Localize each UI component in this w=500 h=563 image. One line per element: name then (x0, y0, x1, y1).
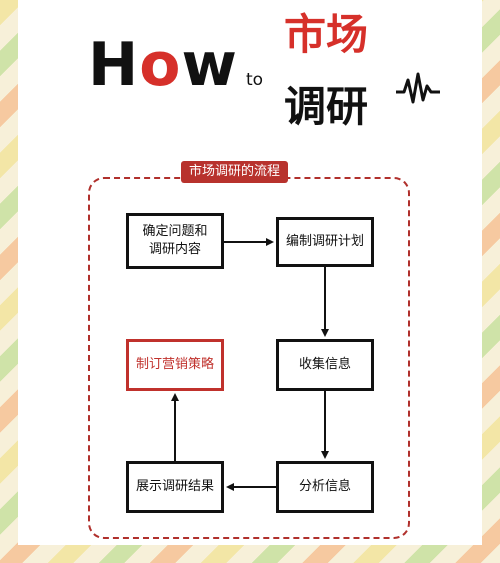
pulse-line-icon (396, 72, 440, 104)
title-research: 调研 (284, 82, 369, 131)
to-word: to (246, 70, 264, 90)
node-present-results: 展示调研结果 (126, 461, 224, 513)
node-define-problem: 确定问题和 调研内容 (126, 213, 224, 269)
how-wordmark: How (88, 30, 238, 100)
process-title: 市场调研的流程 (181, 161, 289, 183)
node-marketing-strategy: 制订营销策略 (126, 339, 224, 391)
node-make-plan: 编制调研计划 (276, 217, 374, 267)
how-letter-h: H (88, 30, 140, 100)
node-collect-info: 收集信息 (276, 339, 374, 391)
how-letter-o: o (139, 30, 182, 100)
how-letter-w: w (181, 30, 238, 100)
node-analyze-info: 分析信息 (276, 461, 374, 513)
title-market: 市场 (284, 10, 369, 59)
